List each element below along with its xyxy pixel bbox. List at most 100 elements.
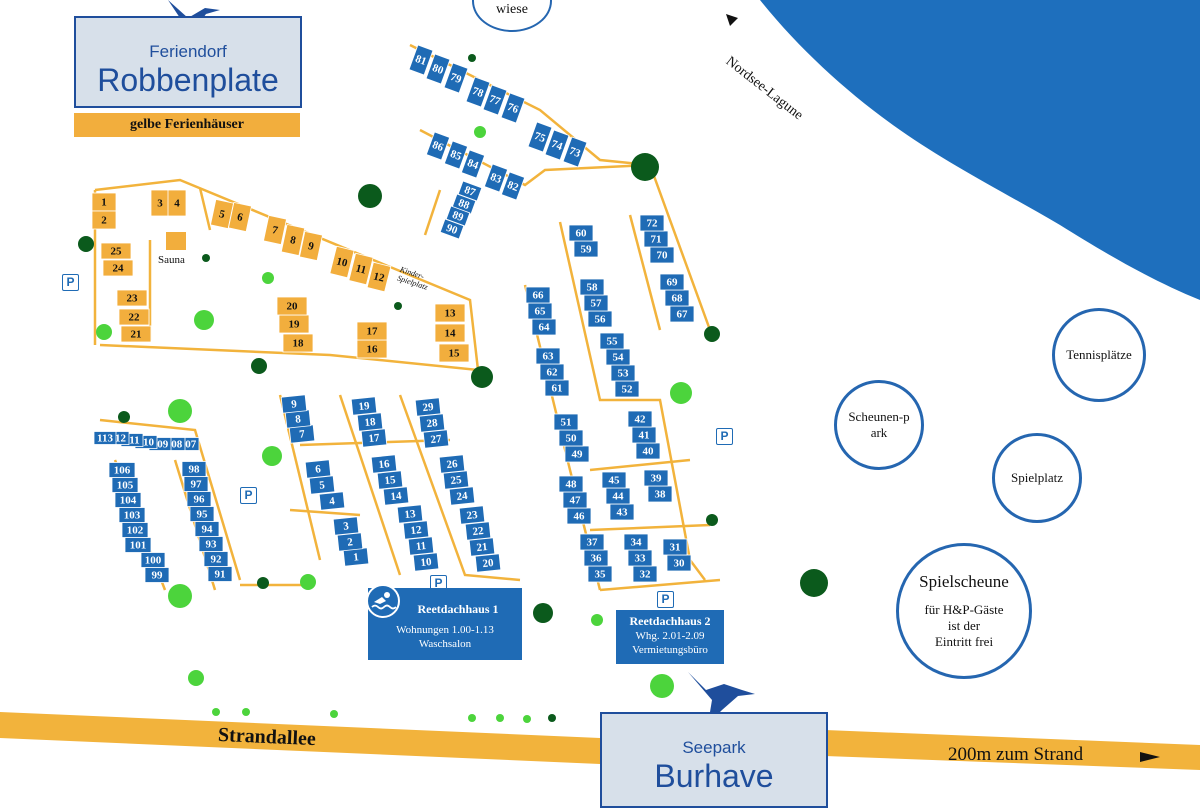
blue-house-11[interactable]: 11	[407, 536, 435, 556]
blue-house-73[interactable]: 73	[562, 136, 588, 168]
blue-house-59[interactable]: 59	[573, 240, 599, 258]
blue-house-98[interactable]: 98	[181, 461, 207, 477]
yellow-house-17[interactable]: 17	[356, 321, 388, 341]
blue-house-20[interactable]: 20	[474, 553, 502, 573]
blue-house-12[interactable]: 12	[402, 520, 430, 540]
blue-house-33[interactable]: 33	[627, 549, 653, 567]
blue-house-63[interactable]: 63	[535, 347, 561, 365]
blue-house-94[interactable]: 94	[194, 521, 220, 537]
blue-house-97[interactable]: 97	[183, 476, 209, 492]
blue-house-9[interactable]: 9	[280, 394, 308, 414]
blue-house-87[interactable]: 87	[457, 180, 483, 202]
blue-house-19[interactable]: 19	[350, 396, 378, 416]
blue-house-103[interactable]: 103	[118, 507, 146, 523]
blue-house-60[interactable]: 60	[568, 224, 594, 242]
blue-house-96[interactable]: 96	[186, 491, 212, 507]
blue-house-14[interactable]: 14	[382, 486, 410, 506]
blue-house-53[interactable]: 53	[610, 364, 636, 382]
blue-house-36[interactable]: 36	[583, 549, 609, 567]
blue-house-18[interactable]: 18	[356, 412, 384, 432]
blue-house-3[interactable]: 3	[332, 516, 360, 536]
blue-house-62[interactable]: 62	[539, 363, 565, 381]
blue-house-113[interactable]: 113	[93, 431, 117, 445]
blue-house-72[interactable]: 72	[639, 214, 665, 232]
blue-house-52[interactable]: 52	[614, 380, 640, 398]
blue-house-86[interactable]: 86	[425, 131, 451, 161]
blue-house-101[interactable]: 101	[124, 537, 152, 553]
yellow-house-3[interactable]: 3	[150, 189, 170, 217]
yellow-house-6[interactable]: 6	[228, 201, 252, 233]
yellow-house-13[interactable]: 13	[434, 303, 466, 323]
parking-icon[interactable]: P	[62, 274, 79, 291]
blue-house-83[interactable]: 83	[483, 163, 509, 193]
yellow-house-20[interactable]: 20	[276, 296, 308, 316]
reetdachhaus-1[interactable]: Reetdachhaus 1 Wohnungen 1.00-1.13 Wasch…	[366, 584, 522, 660]
blue-house-40[interactable]: 40	[635, 442, 661, 460]
blue-house-2[interactable]: 2	[336, 532, 364, 552]
yellow-house-18[interactable]: 18	[282, 333, 314, 353]
blue-house-21[interactable]: 21	[468, 537, 496, 557]
yellow-house-12[interactable]: 12	[366, 261, 392, 293]
yellow-house-11[interactable]: 11	[348, 252, 374, 286]
yellow-house-8[interactable]: 8	[280, 223, 306, 257]
yellow-house-4[interactable]: 4	[167, 189, 187, 217]
tennisplaetze-circle[interactable]: Tennisplätze	[1052, 308, 1146, 402]
blue-house-100[interactable]: 100	[140, 552, 166, 568]
blue-house-76[interactable]: 76	[500, 92, 526, 124]
blue-house-69[interactable]: 69	[659, 273, 685, 291]
blue-house-95[interactable]: 95	[189, 506, 215, 522]
blue-house-48[interactable]: 48	[558, 475, 584, 493]
yellow-house-14[interactable]: 14	[434, 323, 466, 343]
blue-house-80[interactable]: 80	[425, 53, 451, 85]
blue-house-82[interactable]: 82	[500, 171, 526, 201]
blue-house-32[interactable]: 32	[632, 565, 658, 583]
blue-house-35[interactable]: 35	[587, 565, 613, 583]
blue-house-105[interactable]: 105	[111, 477, 139, 493]
blue-house-79[interactable]: 79	[443, 62, 469, 94]
blue-house-90[interactable]: 90	[439, 218, 465, 240]
blue-house-22[interactable]: 22	[464, 521, 492, 541]
blue-house-93[interactable]: 93	[198, 536, 224, 552]
blue-house-15[interactable]: 15	[376, 470, 404, 490]
yellow-house-23[interactable]: 23	[116, 289, 148, 307]
yellow-house-10[interactable]: 10	[329, 245, 355, 279]
blue-house-67[interactable]: 67	[669, 305, 695, 323]
blue-house-81[interactable]: 81	[408, 44, 434, 76]
spielplatz-circle[interactable]: Spielplatz	[992, 433, 1082, 523]
blue-house-77[interactable]: 77	[482, 84, 508, 116]
blue-house-28[interactable]: 28	[418, 413, 446, 433]
blue-house-92[interactable]: 92	[203, 551, 229, 567]
blue-house-27[interactable]: 27	[422, 429, 450, 449]
parking-icon[interactable]: P	[716, 428, 733, 445]
blue-house-54[interactable]: 54	[605, 348, 631, 366]
blue-house-39[interactable]: 39	[643, 469, 669, 487]
blue-house-38[interactable]: 38	[647, 485, 673, 503]
blue-house-37[interactable]: 37	[579, 533, 605, 551]
blue-house-24[interactable]: 24	[448, 486, 476, 506]
blue-house-106[interactable]: 106	[108, 462, 136, 478]
blue-house-66[interactable]: 66	[525, 286, 551, 304]
blue-house-55[interactable]: 55	[599, 332, 625, 350]
scheunenpark-circle[interactable]: Scheunen-park	[834, 380, 924, 470]
yellow-house-16[interactable]: 16	[356, 339, 388, 359]
sauna-building[interactable]	[166, 232, 186, 250]
blue-house-4[interactable]: 4	[318, 491, 346, 511]
blue-house-51[interactable]: 51	[553, 413, 579, 431]
blue-house-71[interactable]: 71	[643, 230, 669, 248]
blue-house-26[interactable]: 26	[438, 454, 466, 474]
blue-house-5[interactable]: 5	[308, 475, 336, 495]
blue-house-23[interactable]: 23	[458, 505, 486, 525]
blue-house-68[interactable]: 68	[664, 289, 690, 307]
blue-house-30[interactable]: 30	[666, 554, 692, 572]
yellow-house-22[interactable]: 22	[118, 308, 150, 326]
blue-house-64[interactable]: 64	[531, 318, 557, 336]
blue-house-17[interactable]: 17	[360, 428, 388, 448]
parking-icon[interactable]: P	[657, 591, 674, 608]
blue-house-41[interactable]: 41	[631, 426, 657, 444]
blue-house-58[interactable]: 58	[579, 278, 605, 296]
blue-house-6[interactable]: 6	[304, 459, 332, 479]
parking-icon[interactable]: P	[240, 487, 257, 504]
yellow-house-25[interactable]: 25	[100, 242, 132, 260]
blue-house-16[interactable]: 16	[370, 454, 398, 474]
blue-house-13[interactable]: 13	[396, 504, 424, 524]
